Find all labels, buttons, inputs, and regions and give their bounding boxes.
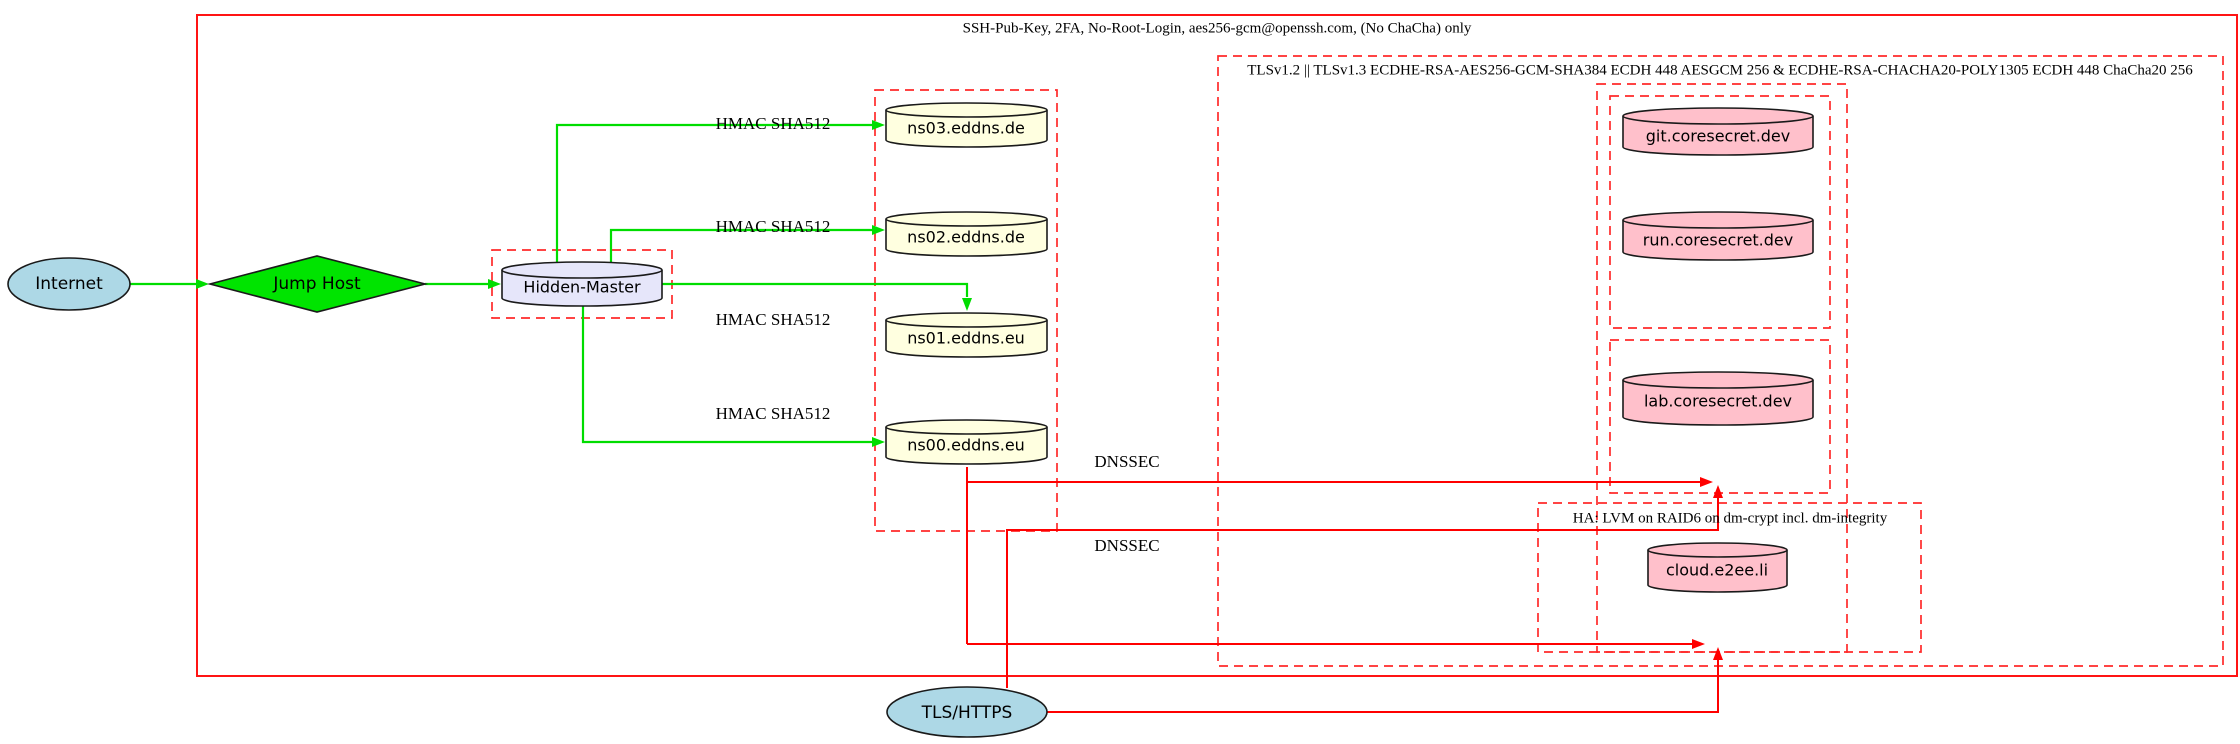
arrowhead-to-ns02 (872, 225, 885, 235)
ns00-cylinder (885, 419, 1048, 465)
arrowhead-up-ha (1713, 647, 1723, 660)
arrowhead-to-ns03 (872, 120, 885, 130)
jump-host-label: Jump Host (273, 274, 361, 294)
edge-hiddenmaster-ns01 (662, 282, 969, 297)
coresecret-zone-box (1596, 83, 1848, 653)
arrowhead-to-ns01 (962, 298, 972, 311)
edge-hiddenmaster-ns00 (581, 306, 872, 444)
cylinder-nodes (501, 102, 1814, 593)
lab-label: lab.coresecret.dev (1643, 391, 1793, 411)
dnssec-tls-arrowheads (1692, 477, 1723, 660)
arrowhead-right-ha (1692, 639, 1705, 649)
ns01-label: ns01.eddns.eu (907, 328, 1025, 348)
jump-host-diamond (206, 255, 429, 313)
edge-tlshttps-to-ha (1047, 660, 1719, 713)
ssh-perimeter-label: SSH-Pub-Key, 2FA, No-Root-Login, aes256-… (962, 20, 1472, 37)
ns01-cylinder (885, 312, 1048, 358)
lab-cylinder (1622, 371, 1814, 426)
ssh-perimeter-box (196, 14, 2238, 677)
hmac-label-ns01: HMAC SHA512 (715, 310, 831, 329)
tls-zone-label: TLSv1.2 || TLSv1.3 ECDHE-RSA-AES256-GCM-… (1247, 62, 2193, 79)
ns00-label: ns00.eddns.eu (907, 435, 1025, 455)
run-label: run.coresecret.dev (1642, 230, 1794, 250)
edge-hiddenmaster-ns02 (609, 228, 872, 262)
internet-label: Internet (35, 274, 103, 294)
dnssec-label-lower: DNSSEC (1094, 536, 1160, 555)
arrowhead-to-hiddenmaster (488, 279, 501, 289)
secure-edge-arrowheads (196, 120, 972, 447)
arrowhead-to-ns00 (872, 437, 885, 447)
dnssec-tls-edges-group (966, 467, 1719, 713)
tls-https-ellipse (886, 686, 1048, 738)
ha-zone-box (1537, 502, 1922, 653)
cloud-cylinder (1647, 542, 1788, 593)
edge-tlshttps-to-coresecret (1006, 498, 1719, 688)
secure-edges-group (130, 123, 969, 444)
ns03-cylinder (885, 102, 1048, 148)
nameserver-zone-box (874, 89, 1058, 532)
hidden-master-label: Hidden-Master (523, 277, 641, 297)
dnssec-label-upper: DNSSEC (1094, 452, 1160, 471)
arrowhead-up-coresecret (1713, 485, 1723, 498)
hmac-label-ns02: HMAC SHA512 (715, 217, 831, 236)
ns03-label: ns03.eddns.de (907, 118, 1025, 138)
ns02-cylinder (885, 211, 1048, 257)
hmac-label-ns03: HMAC SHA512 (715, 114, 831, 133)
tls-https-label: TLS/HTTPS (921, 703, 1013, 723)
hmac-label-ns00: HMAC SHA512 (715, 404, 831, 423)
internet-ellipse (7, 257, 131, 311)
git-label: git.coresecret.dev (1645, 126, 1791, 146)
hidden-master-cylinder (501, 261, 663, 307)
arrowhead-right-coresecret (1700, 477, 1713, 487)
arrowhead-to-jumphost (196, 279, 209, 289)
run-cylinder (1622, 211, 1814, 261)
git-run-subzone-box (1609, 95, 1831, 329)
git-cylinder (1622, 107, 1814, 156)
cloud-label: cloud.e2ee.li (1665, 560, 1769, 580)
ns02-label: ns02.eddns.de (907, 227, 1025, 247)
tls-zone-box (1217, 55, 2224, 667)
ha-zone-label: HA: LVM on RAID6 on dm-crypt incl. dm-in… (1572, 510, 1888, 527)
edge-hiddenmaster-ns03 (555, 123, 872, 262)
